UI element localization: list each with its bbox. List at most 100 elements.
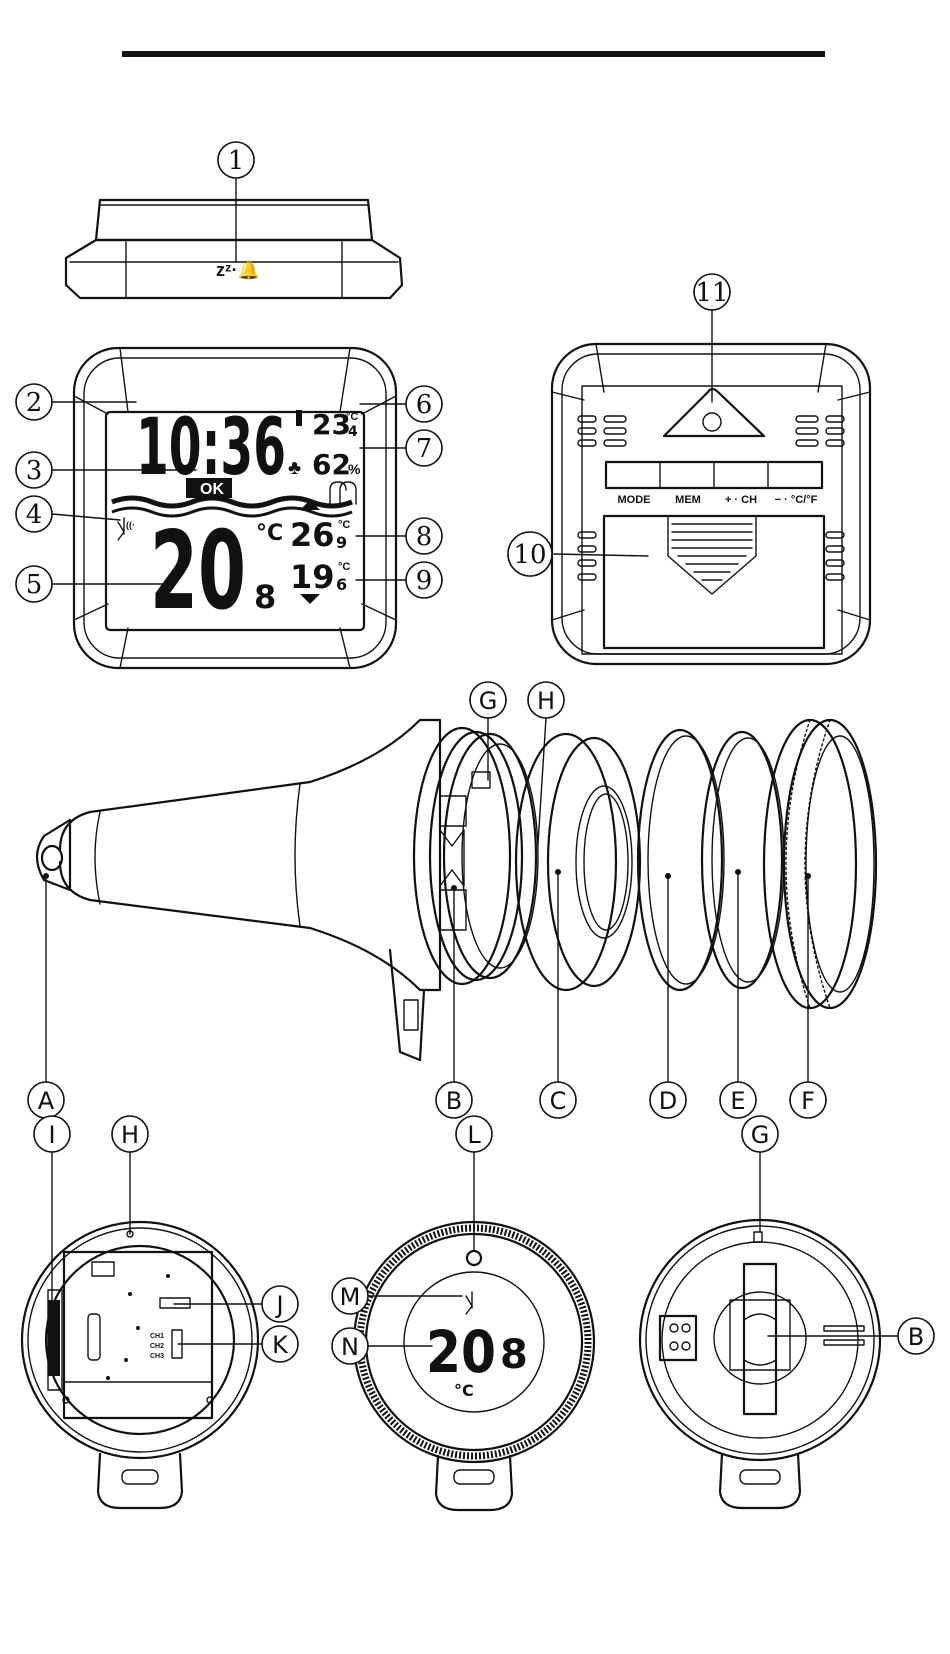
callout-6: 6	[406, 386, 442, 422]
indoor-temp-decimal: 4	[348, 424, 358, 440]
callout-11: 11	[694, 274, 730, 310]
svg-text:8: 8	[416, 522, 433, 552]
svg-text:3: 3	[26, 456, 43, 486]
callout-D: D	[650, 1082, 686, 1118]
min-arrow-icon	[300, 594, 320, 604]
svg-text:I: I	[48, 1121, 55, 1149]
pool-temp-main: 20	[150, 509, 246, 634]
callout-G: G	[470, 682, 506, 718]
battery-cover	[604, 516, 824, 648]
max-temp-decimal: 9	[336, 533, 347, 552]
pool-temp-decimal: 8	[254, 578, 276, 616]
max-temp-main: 26	[290, 516, 335, 554]
callout-8: 8	[406, 518, 442, 554]
callout-J: J	[262, 1286, 298, 1322]
sensor-display-view: 20 8 °C	[354, 1222, 594, 1510]
svg-text:1: 1	[228, 146, 245, 176]
sensor-ring-c	[516, 734, 640, 990]
callout-I: I	[34, 1116, 70, 1152]
min-temp-decimal: 6	[336, 575, 347, 594]
svg-text:5: 5	[26, 570, 43, 600]
unit-button[interactable]: − · °C/°F	[775, 494, 818, 506]
callout-2: 2	[16, 384, 52, 420]
callout-H: H	[528, 682, 564, 718]
svg-text:B: B	[908, 1323, 924, 1351]
callout-1: 1	[218, 142, 254, 178]
humidity-icon: ♣	[288, 457, 301, 479]
sensor-signal-icon: ((·	[118, 518, 135, 540]
sensor-cap-f	[764, 720, 876, 1008]
mem-button[interactable]: MEM	[675, 494, 701, 506]
callout-K: K	[262, 1326, 298, 1362]
callout-E: E	[720, 1082, 756, 1118]
ch-button[interactable]: + · CH	[725, 494, 757, 506]
sensor-gasket-e	[702, 732, 784, 988]
back-button-labels: MODE MEM + · CH − · °C/°F	[618, 494, 818, 506]
callout-A: A	[28, 1082, 64, 1118]
svg-text:E: E	[730, 1087, 745, 1115]
min-temp-unit: °C	[338, 561, 350, 573]
top-view: zᶻ·🔔	[66, 200, 402, 298]
callout-M: M	[332, 1278, 368, 1314]
callout-4: 4	[16, 496, 52, 532]
callout-H2: H	[112, 1116, 148, 1152]
svg-text:C: C	[550, 1087, 567, 1115]
sensor-inside-view: CH1 CH2 CH3	[22, 1222, 258, 1508]
svg-text:2: 2	[26, 388, 43, 418]
hanging-hole	[664, 389, 764, 436]
svg-text:9: 9	[416, 566, 433, 596]
humidity-value: 62	[312, 448, 351, 481]
svg-text:H: H	[121, 1121, 139, 1149]
min-temp-main: 19	[290, 558, 335, 596]
callout-B: B	[436, 1082, 472, 1118]
mode-button[interactable]: MODE	[618, 494, 651, 506]
svg-text:M: M	[340, 1283, 361, 1311]
svg-text:B: B	[446, 1087, 462, 1115]
signal-ok-label: OK	[200, 481, 224, 498]
sensor-temp-unit: °C	[454, 1381, 474, 1400]
max-temp-unit: °C	[338, 519, 350, 531]
pool-temp-unit: °C	[256, 521, 283, 546]
svg-text:6: 6	[416, 390, 433, 420]
svg-text:L: L	[467, 1121, 481, 1149]
callout-F: F	[790, 1082, 826, 1118]
callout-9: 9	[406, 562, 442, 598]
indoor-temp-unit: °C	[346, 411, 358, 423]
sensor-signal-icon-small	[466, 1292, 472, 1314]
svg-text:K: K	[272, 1331, 289, 1359]
sensor-body	[37, 720, 538, 1060]
callout-B2: B	[898, 1318, 934, 1354]
svg-text:7: 7	[416, 434, 433, 464]
sensor-temp-decimal: 8	[500, 1332, 528, 1378]
svg-text:G: G	[479, 687, 498, 715]
back-unit	[552, 344, 870, 664]
svg-text:D: D	[659, 1087, 677, 1115]
humidity-unit: %	[348, 461, 361, 477]
svg-text:F: F	[801, 1087, 815, 1115]
callout-7: 7	[406, 430, 442, 466]
svg-text:10: 10	[513, 540, 546, 570]
callout-N: N	[332, 1328, 368, 1364]
callout-C: C	[540, 1082, 576, 1118]
svg-text:G: G	[751, 1121, 770, 1149]
callout-3: 3	[16, 452, 52, 488]
water-waves	[112, 498, 352, 506]
alarm-symbol: zᶻ·🔔	[216, 260, 260, 280]
svg-text:11: 11	[695, 278, 728, 308]
lcd-content: 10:36 23 °C 4 ♣ 62 % OK ((· 20 °C 8 26 °…	[112, 403, 361, 634]
callout-5: 5	[16, 566, 52, 602]
pcb-ch1: CH1	[150, 1333, 164, 1340]
svg-text:H: H	[537, 687, 555, 715]
sensor-temp-main: 20	[426, 1318, 496, 1386]
callout-10: 10	[508, 532, 552, 576]
svg-text:4: 4	[26, 500, 43, 530]
svg-text:((·: ((·	[126, 520, 135, 530]
svg-text:A: A	[38, 1087, 55, 1115]
svg-text:N: N	[341, 1333, 359, 1361]
pcb-ch2: CH2	[150, 1343, 164, 1350]
sensor-base-view	[640, 1220, 880, 1508]
svg-text:J: J	[274, 1291, 283, 1319]
callout-G2: G	[742, 1116, 778, 1152]
callout-L: L	[456, 1116, 492, 1152]
